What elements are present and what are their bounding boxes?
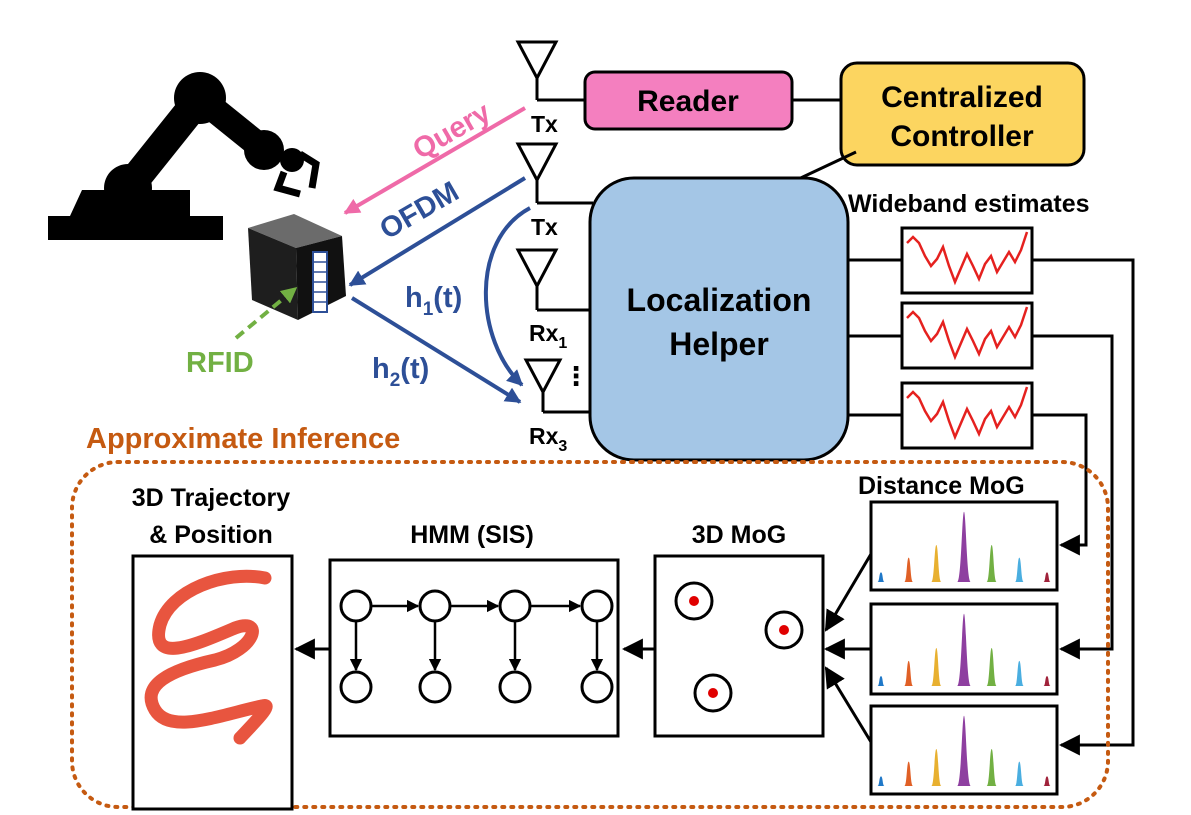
hmm-label: HMM (SIS)	[410, 521, 534, 549]
mog3d-box	[653, 554, 825, 738]
distance-mog-peak	[904, 557, 913, 582]
distance-mog-peak	[986, 749, 997, 786]
distance-mog-plot-3	[869, 704, 1059, 796]
trajectory-box	[131, 554, 294, 811]
trajectory-label-line1: 3D Trajectory	[132, 484, 291, 512]
distance-mog-peak	[904, 761, 913, 786]
h1-label: h1(t)	[405, 282, 462, 320]
query-label: Query	[408, 96, 497, 166]
antenna-icon	[515, 248, 593, 312]
h2-label: h2(t)	[372, 353, 429, 391]
query-arrow	[343, 106, 527, 215]
tx-mid-label: Tx	[531, 214, 558, 240]
approximate-inference-label: Approximate Inference	[86, 423, 400, 455]
distance-mog-peak	[904, 660, 913, 686]
wideband-estimate-3	[900, 381, 1034, 450]
robot-arm-icon	[48, 72, 320, 240]
controller-box	[839, 61, 1086, 167]
distance-mog-peak	[877, 572, 885, 582]
rx3-label: Rx3	[529, 423, 567, 455]
distance-mog-peak	[931, 545, 942, 582]
tx-top-label: Tx	[531, 111, 558, 137]
antenna-icon	[515, 142, 593, 205]
trajectory-label-line2: & Position	[149, 521, 273, 549]
distance-mog-peak	[1015, 557, 1024, 582]
wideband-estimate-2	[900, 301, 1034, 370]
distance-mog-plot-1	[869, 500, 1059, 592]
distance-mog-plot-2	[869, 602, 1059, 696]
reader-label: Reader	[637, 85, 739, 118]
localization-helper-box	[588, 176, 850, 462]
mog3d-label: 3D MoG	[692, 521, 786, 549]
rfid-tag-cube-icon	[248, 214, 346, 320]
wideband-estimate-1	[900, 226, 1034, 295]
rfid-label: RFID	[186, 347, 254, 379]
antenna-icon	[515, 40, 585, 102]
rfid-arrow	[234, 286, 298, 340]
h2-arrow	[350, 296, 522, 404]
antenna-icon	[523, 358, 593, 414]
distance-mog-label: Distance MoG	[858, 472, 1025, 500]
distance-mog-peak	[877, 676, 885, 686]
distance-mog-peak	[957, 715, 971, 786]
controller-label-line1: Centralized	[881, 81, 1043, 114]
wideband-label: Wideband estimates	[848, 190, 1090, 218]
distance-mog-peak	[931, 749, 942, 786]
distance-mog-peak	[877, 776, 885, 786]
distance-mog-peak	[1043, 676, 1051, 686]
approximate-inference-region	[70, 460, 1110, 809]
distance-mog-peak	[1015, 660, 1024, 686]
distance-mog-peak	[957, 511, 971, 582]
controller-label-line2: Controller	[890, 120, 1034, 153]
distance-mog-peak	[1043, 572, 1051, 582]
rx1-label: Rx1	[529, 320, 567, 352]
distance-mog-peak	[957, 613, 971, 686]
helper-label-line1: Localization	[627, 282, 812, 318]
distance-mog-peak	[986, 648, 997, 686]
distance-mog-peak	[1015, 761, 1024, 786]
distance-mog-peak	[931, 648, 942, 686]
helper-label-line2: Helper	[669, 326, 769, 362]
h1-arrow	[483, 206, 531, 387]
ofdm-arrow	[348, 176, 527, 287]
hmm-box	[328, 558, 620, 738]
distance-mog-peak	[1043, 776, 1051, 786]
antenna-ellipsis: ⋮	[563, 361, 589, 391]
distance-mog-peak	[986, 545, 997, 582]
